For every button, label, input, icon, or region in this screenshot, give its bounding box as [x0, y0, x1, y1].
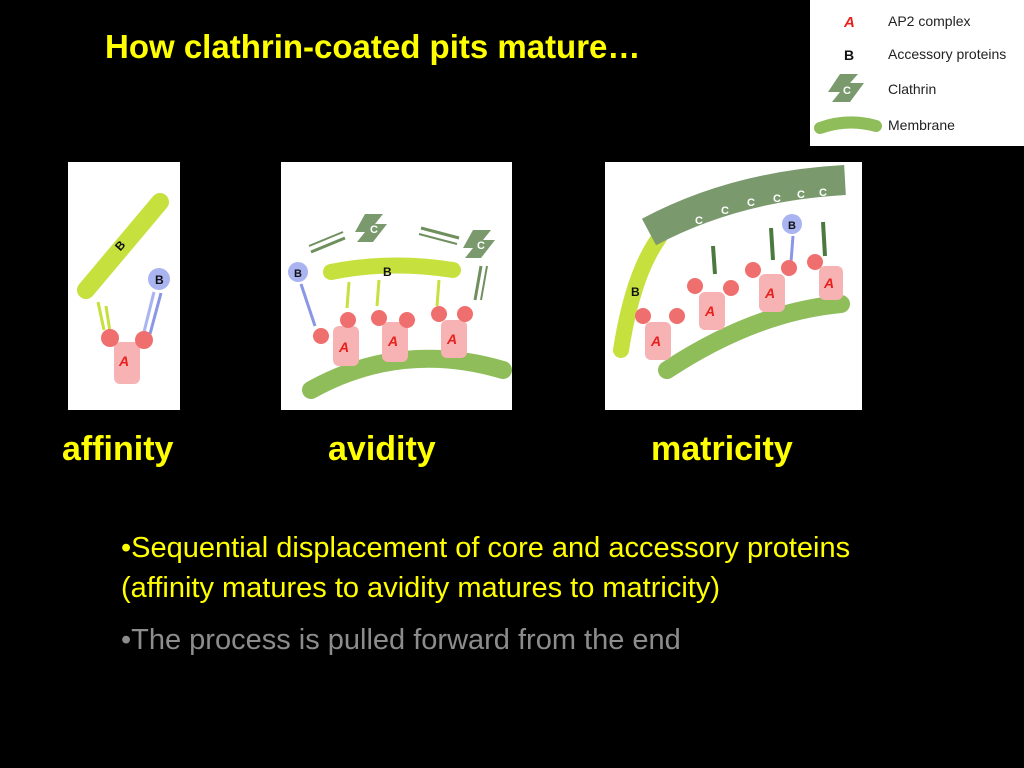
membrane-shape-icon [810, 110, 888, 140]
accessory-label: B [383, 265, 392, 279]
ap2-knob [781, 260, 797, 276]
legend-row-accessory: B Accessory proteins [810, 39, 1024, 69]
legend-label-membrane: Membrane [888, 117, 955, 133]
accessory-b-label: B [155, 273, 164, 287]
clathrin-coat [641, 165, 846, 246]
clathrin-label: C [819, 187, 827, 199]
exchange-arrow [418, 233, 458, 245]
slide-title: How clathrin-coated pits mature… [105, 28, 641, 65]
accessory-letter-icon: B [810, 39, 888, 69]
ap2-body [114, 342, 140, 384]
ap2-label: A [446, 331, 457, 347]
legend-label-clathrin: Clathrin [888, 81, 937, 97]
accessory-b-protein [148, 268, 170, 290]
exchange-arrow [473, 265, 483, 301]
ap2-knob [723, 280, 739, 296]
clathrin-triskelion [355, 214, 387, 242]
binding-arrow [104, 305, 112, 333]
ap2-knob [371, 310, 387, 326]
ap2-label: A [704, 303, 715, 319]
accessory-rod [613, 230, 667, 358]
clathrin-label: C [747, 197, 755, 209]
bullet-list: •Sequential displacement of core and acc… [121, 528, 881, 672]
binding-arrow [711, 245, 717, 275]
caption-matricity: matricity [651, 430, 793, 468]
clathrin-label: C [695, 215, 703, 227]
binding-arrow [769, 227, 775, 261]
accessory-b-label: B [294, 268, 302, 280]
legend-label-accessory: Accessory proteins [888, 46, 1007, 62]
binding-arrow [299, 283, 317, 327]
ap2-label: A [387, 333, 398, 349]
affinity-panel: B B A [68, 162, 180, 410]
ap2-knob [399, 312, 415, 328]
accessory-b-protein [288, 262, 308, 282]
accessory-rod [77, 193, 169, 299]
accessory-label: B [631, 285, 640, 299]
legend-row-ap2: A AP2 complex [810, 6, 1024, 36]
ap2-knob [687, 278, 703, 294]
ap2-label: A [764, 285, 775, 301]
clathrin-label: C [797, 189, 805, 201]
accessory-b-protein [782, 214, 802, 234]
ap2-body [382, 322, 408, 362]
ap2-knob [669, 308, 685, 324]
membrane [658, 295, 850, 379]
ap2-knob [745, 262, 761, 278]
ap2-body [759, 274, 785, 312]
binding-arrow [142, 291, 156, 333]
accessory-rod [323, 257, 461, 280]
ap2-knob [313, 328, 329, 344]
caption-affinity: affinity [62, 430, 174, 468]
ap2-knob [457, 306, 473, 322]
caption-avidity: avidity [328, 430, 436, 468]
binding-arrow [96, 301, 106, 331]
legend-key-accessory: B [844, 47, 854, 63]
ap2-knob [340, 312, 356, 328]
clathrin-shape-icon: C [810, 74, 888, 104]
legend-row-clathrin: C Clathrin [810, 74, 1024, 104]
bullet-item: •The process is pulled forward from the … [121, 624, 681, 656]
exchange-arrow [308, 231, 344, 247]
legend: A AP2 complex B Accessory proteins C Cla… [810, 0, 1024, 146]
legend-key-ap2: A [843, 14, 855, 31]
accessory-b-label: B [788, 220, 796, 232]
ap2-knob [807, 254, 823, 270]
binding-arrow [789, 235, 795, 263]
legend-key-clathrin: C [843, 85, 851, 97]
clathrin-label: C [721, 205, 729, 217]
ap2-knob [135, 331, 153, 349]
matricity-panel: B C C C C C C B A A A A [605, 162, 862, 410]
binding-arrow [345, 281, 351, 309]
bullet-item: •Sequential displacement of core and acc… [121, 532, 851, 604]
ap2-body [441, 320, 467, 358]
exchange-arrow [420, 226, 460, 240]
ap2-body [819, 266, 843, 300]
clathrin-label: C [370, 224, 378, 236]
legend-row-membrane: Membrane [810, 110, 1024, 140]
binding-arrow [148, 292, 163, 335]
clathrin-label: C [477, 240, 485, 252]
ap2-label: A [338, 339, 349, 355]
ap2-body [645, 322, 671, 360]
ap2-body [699, 292, 725, 330]
clathrin-triskelion [463, 230, 495, 258]
ap2-knob [101, 329, 119, 347]
ap2-letter-icon: A [810, 6, 888, 36]
ap2-label: A [118, 353, 129, 369]
legend-label-ap2: AP2 complex [888, 13, 971, 29]
exchange-arrow [310, 236, 346, 254]
ap2-label: A [823, 275, 834, 291]
ap2-body [333, 326, 359, 366]
ap2-knob [635, 308, 651, 324]
exchange-arrow [480, 265, 488, 301]
clathrin-label: C [773, 193, 781, 205]
binding-arrow [435, 279, 441, 307]
binding-arrow [375, 279, 381, 307]
binding-arrow [821, 221, 827, 257]
ap2-knob [431, 306, 447, 322]
avidity-panel: B C C B A A A [281, 162, 512, 410]
ap2-label: A [650, 333, 661, 349]
